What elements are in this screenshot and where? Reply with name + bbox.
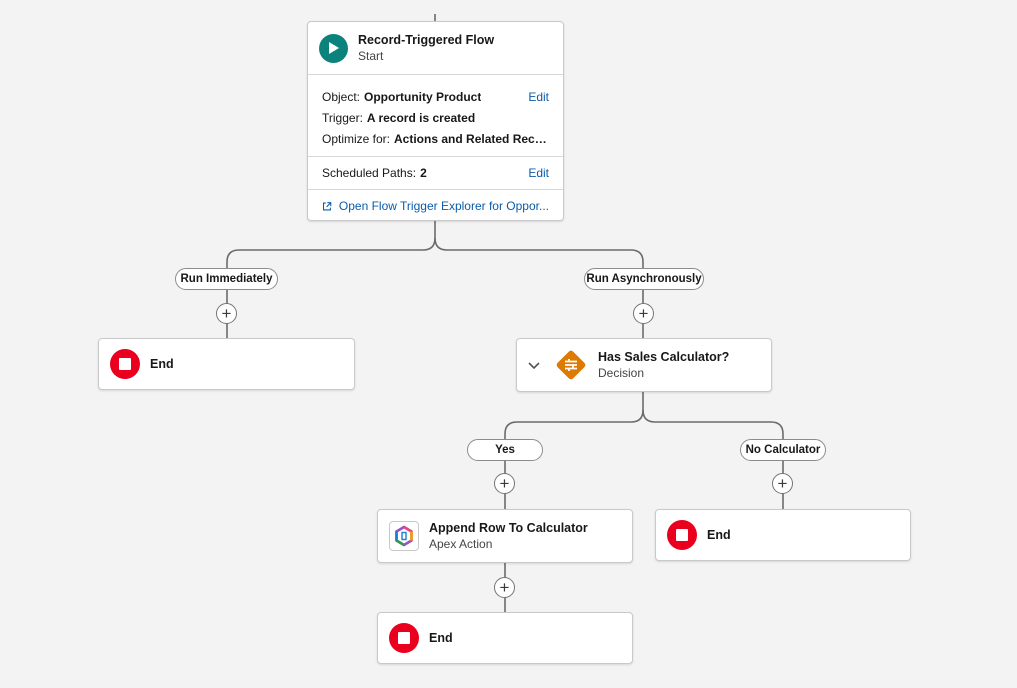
path-label-run-async[interactable]: Run Asynchronously (584, 268, 704, 290)
end-node-title: End (429, 631, 453, 645)
add-element-button[interactable]: + (216, 303, 237, 324)
optimize-value: Actions and Related Recor... (394, 131, 549, 146)
trigger-value: A record is created (366, 110, 476, 125)
scheduled-value: 2 (420, 165, 427, 180)
end-node-card[interactable]: End (98, 338, 355, 390)
end-node-card[interactable]: End (377, 612, 633, 664)
edit-scheduled-link[interactable]: Edit (528, 165, 549, 180)
decision-node-card[interactable]: Has Sales Calculator? Decision (516, 338, 772, 392)
add-element-button[interactable]: + (772, 473, 793, 494)
play-icon (319, 33, 348, 63)
start-node-header[interactable]: Record-Triggered Flow Start (308, 22, 563, 75)
scheduled-label: Scheduled Paths: (322, 165, 417, 180)
start-node-title: Record-Triggered Flow (358, 33, 495, 47)
apex-action-icon (389, 521, 419, 551)
path-label-run-immediately[interactable]: Run Immediately (175, 268, 278, 290)
decision-node-title: Has Sales Calculator? (598, 350, 730, 364)
start-node-card[interactable]: Record-Triggered Flow Start Object: Oppo… (307, 21, 564, 221)
stop-icon (667, 520, 697, 550)
end-node-title: End (150, 357, 174, 371)
outcome-label-yes[interactable]: Yes (467, 439, 543, 461)
apex-action-node-card[interactable]: Append Row To Calculator Apex Action (377, 509, 633, 563)
decision-icon (554, 348, 588, 382)
add-element-button[interactable]: + (494, 577, 515, 598)
apex-action-title: Append Row To Calculator (429, 521, 588, 535)
explorer-section: Open Flow Trigger Explorer for Oppor... (308, 190, 563, 222)
stop-icon (389, 623, 419, 653)
apex-action-subtitle: Apex Action (429, 537, 493, 551)
object-row: Object: Opportunity Product Edit (322, 86, 549, 107)
open-explorer-link[interactable]: Open Flow Trigger Explorer for Oppor... (322, 190, 549, 222)
outcome-label-no-calculator[interactable]: No Calculator (740, 439, 826, 461)
edit-object-link[interactable]: Edit (528, 89, 549, 104)
chevron-down-icon[interactable] (527, 360, 541, 370)
start-config-section: Object: Opportunity Product Edit Trigger… (308, 75, 563, 157)
scheduled-paths-section: Scheduled Paths: 2 Edit (308, 157, 563, 190)
optimize-label: Optimize for: (322, 131, 391, 146)
object-label: Object: (322, 89, 361, 104)
external-link-icon (322, 201, 332, 210)
object-value: Opportunity Product (364, 89, 482, 104)
optimize-row: Optimize for: Actions and Related Recor.… (322, 128, 549, 149)
scheduled-row: Scheduled Paths: 2 Edit (322, 162, 549, 183)
open-explorer-text: Open Flow Trigger Explorer for Oppor... (338, 199, 549, 213)
end-node-title: End (707, 528, 731, 542)
trigger-row: Trigger: A record is created (322, 107, 549, 128)
add-element-button[interactable]: + (633, 303, 654, 324)
trigger-label: Trigger: (322, 110, 363, 125)
end-node-card[interactable]: End (655, 509, 911, 561)
start-node-subtitle: Start (358, 49, 384, 63)
decision-node-subtitle: Decision (598, 366, 645, 380)
add-element-button[interactable]: + (494, 473, 515, 494)
stop-icon (110, 349, 140, 379)
